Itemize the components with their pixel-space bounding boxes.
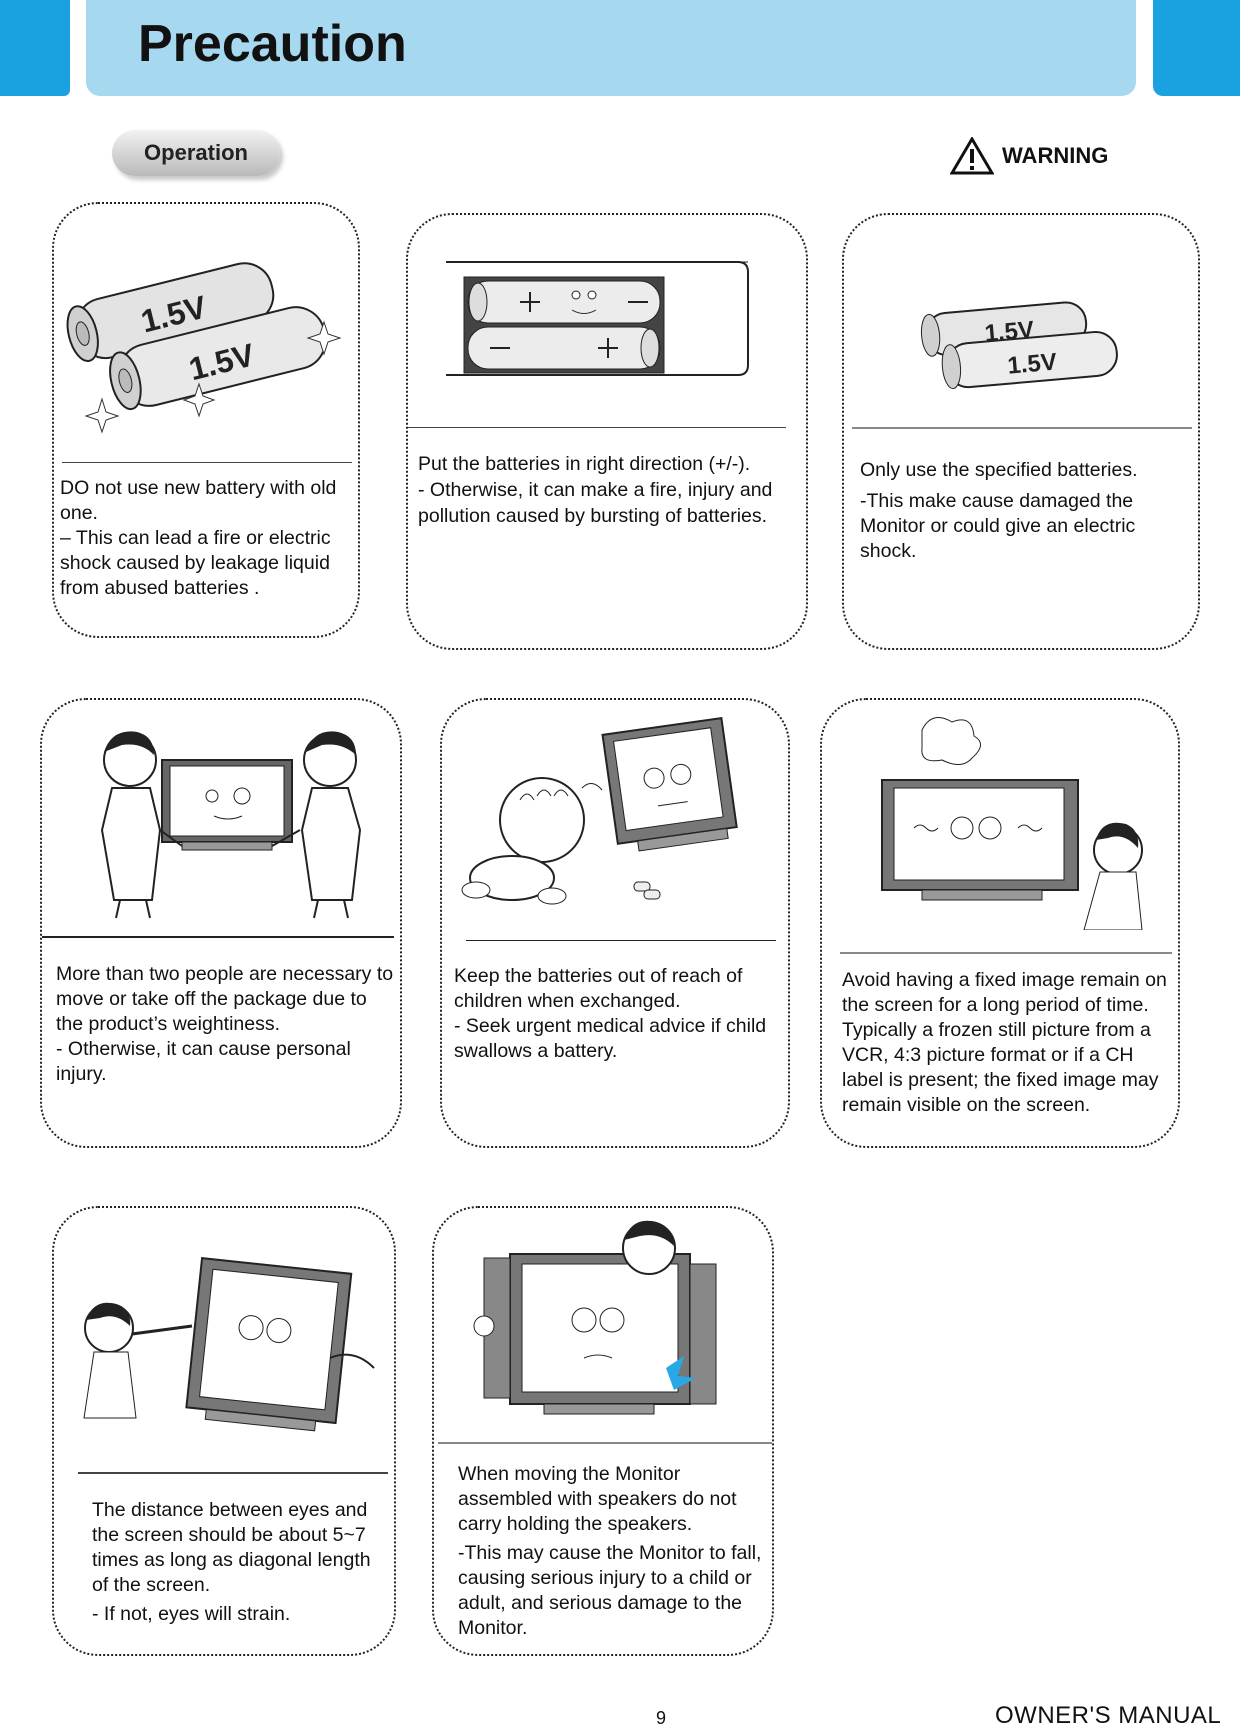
card-divider xyxy=(466,940,776,941)
precaution-card-two-people: More than two people are necessary to mo… xyxy=(40,698,402,1148)
card-line: - If not, eyes will strain. xyxy=(92,1603,291,1625)
card-divider xyxy=(78,1472,388,1474)
card-divider xyxy=(408,427,786,428)
card-text: More than two people are necessary to mo… xyxy=(56,962,396,1087)
viewing-distance-illustration xyxy=(83,1257,375,1432)
card-line: Put the batteries in right direction (+/… xyxy=(418,453,751,475)
card-line: Avoid having a fixed image remain on the… xyxy=(842,969,1167,1116)
warning-triangle-icon xyxy=(950,137,994,175)
precaution-card-battery-direction: Put the batteries in right direction (+/… xyxy=(406,213,808,650)
precaution-card-old-battery: 1.5V 1.5V DO not use new battery with ol… xyxy=(52,202,360,638)
card-line: The distance between eyes and the screen… xyxy=(92,1499,371,1596)
card-line: - Seek urgent medical advice if child sw… xyxy=(454,1015,767,1062)
card-divider xyxy=(840,952,1172,954)
card-line: More than two people are necessary to mo… xyxy=(56,963,394,1035)
card-text: DO not use new battery with old one. – T… xyxy=(60,476,356,601)
section-pill-operation: Operation xyxy=(112,130,280,176)
battery-pair-small-illustration: 1.5V 1.5V xyxy=(920,301,1118,390)
card-divider xyxy=(852,427,1192,429)
card-text: When moving the Monitor assembled with s… xyxy=(458,1462,762,1641)
header-band xyxy=(86,0,1136,96)
tv-fixed-image-illustration xyxy=(881,717,1143,930)
card-text: Keep the batteries out of reach of child… xyxy=(454,964,790,1064)
card-line: -This make cause damaged the Monitor or … xyxy=(860,490,1136,562)
card-text: Only use the specified batteries. -This … xyxy=(860,458,1180,564)
card-text: Put the batteries in right direction (+/… xyxy=(418,451,798,529)
card-line: - Otherwise, it can cause personal injur… xyxy=(56,1038,351,1085)
precaution-card-speakers: When moving the Monitor assembled with s… xyxy=(432,1206,774,1656)
battery-pair-illustration: 1.5V 1.5V xyxy=(66,262,342,434)
page-number: 9 xyxy=(656,1708,667,1728)
card-line: Only use the specified batteries. xyxy=(860,459,1138,481)
card-line: -This may cause the Monitor to fall, cau… xyxy=(458,1542,762,1639)
manual-label: OWNER'S MANUAL xyxy=(995,1702,1222,1729)
warning-indicator: WARNING xyxy=(950,136,1108,176)
card-text: Avoid having a fixed image remain on the… xyxy=(842,968,1176,1118)
precaution-card-children: Keep the batteries out of reach of child… xyxy=(440,698,790,1148)
card-line: When moving the Monitor assembled with s… xyxy=(458,1463,737,1535)
card-divider xyxy=(42,936,394,938)
page-title: Precaution xyxy=(138,15,407,73)
precaution-card-specified-batteries: 1.5V 1.5V Only use the specified batteri… xyxy=(842,213,1200,650)
card-line: - Otherwise, it can make a fire, injury … xyxy=(418,479,773,527)
tv-with-speakers-illustration xyxy=(473,1220,717,1415)
precaution-card-fixed-image: Avoid having a fixed image remain on the… xyxy=(820,698,1180,1148)
card-divider xyxy=(438,1442,772,1444)
card-line: – This can lead a fire or electric shock… xyxy=(60,527,331,599)
card-line: Keep the batteries out of reach of child… xyxy=(454,965,743,1012)
two-people-carrying-tv-illustration xyxy=(100,731,362,919)
section-label: Operation xyxy=(144,140,248,165)
precaution-card-viewing-distance: The distance between eyes and the screen… xyxy=(52,1206,396,1656)
warning-label: WARNING xyxy=(1002,143,1109,168)
battery-voltage-label-2: 1.5V xyxy=(1006,348,1058,379)
header-left-block xyxy=(0,0,70,96)
card-text: The distance between eyes and the screen… xyxy=(92,1498,392,1627)
card-divider xyxy=(62,462,352,463)
card-line: DO not use new battery with old one. xyxy=(60,477,337,524)
battery-direction-illustration xyxy=(446,261,749,376)
baby-and-tv-illustration xyxy=(461,717,738,905)
header-right-block xyxy=(1153,0,1240,96)
